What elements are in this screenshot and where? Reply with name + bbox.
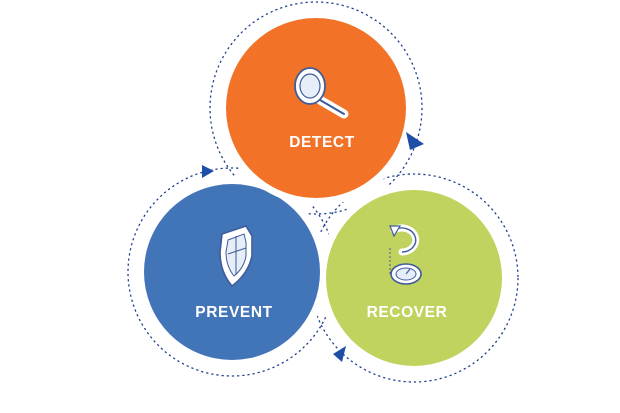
recover-to-prevent-arrow xyxy=(333,346,346,362)
detect-to-recover-arrow xyxy=(406,132,424,150)
shield-icon xyxy=(219,225,253,288)
recovery-icon xyxy=(389,224,422,285)
recover-label: RECOVER xyxy=(367,304,448,321)
detect-circle xyxy=(226,18,406,198)
prevent-label: PREVENT xyxy=(195,304,272,321)
detect-label: DETECT xyxy=(289,134,355,151)
magnifier-icon xyxy=(294,67,349,119)
recover-dotted-ring xyxy=(309,173,519,383)
detect-dotted-ring xyxy=(209,1,423,215)
prevent-to-detect-arrow xyxy=(202,165,214,178)
